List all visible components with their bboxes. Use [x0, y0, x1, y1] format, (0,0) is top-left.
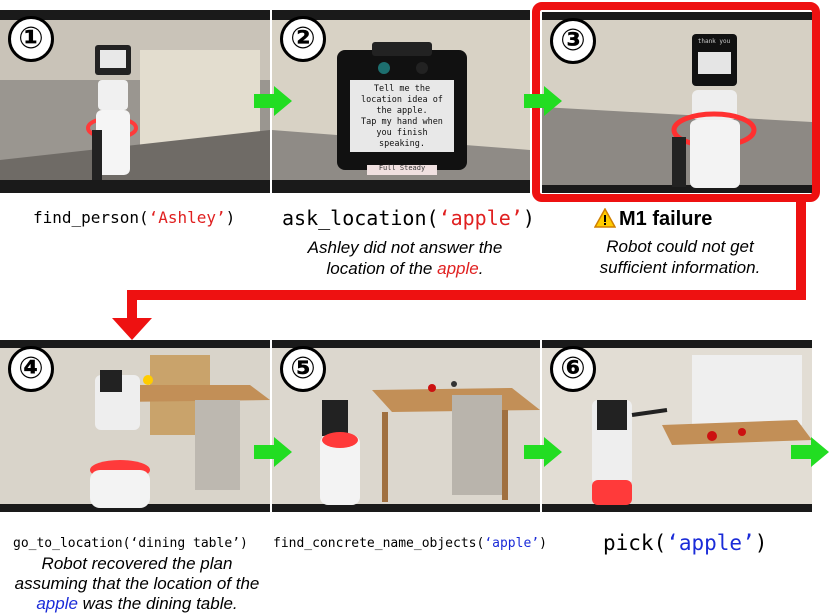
func-close: ) [239, 536, 248, 551]
failure-title: M1 failure [593, 207, 713, 231]
arrow-right-icon [254, 437, 292, 467]
step5-code: find_concrete_name_objects(‘apple’) [273, 536, 547, 551]
step-number-1: ① [8, 16, 54, 62]
screen-line: location idea of [361, 95, 443, 105]
step1-code: find_person(‘Ashley’) [33, 208, 235, 227]
photo-panel-5: ⑤ [272, 340, 540, 512]
arrow-right-icon [524, 437, 562, 467]
robot-screen-text: Tell me the location idea of the apple. … [352, 84, 452, 150]
photo-panel-3: ③ thank you [542, 12, 812, 193]
step4-note: Robot recovered the plan assuming that t… [12, 554, 262, 614]
note-text: was the dining table. [77, 594, 238, 613]
robot-screen-text-3: thank you [697, 38, 731, 45]
func-arg: ‘apple’ [438, 206, 523, 230]
photo-panel-1: ① [0, 10, 270, 193]
arrow-right-icon [791, 437, 829, 467]
func-name: find_concrete_name_objects( [273, 536, 485, 551]
func-arg: ‘apple’ [484, 536, 540, 551]
screen-line: Tell me the [373, 84, 431, 94]
step-number-6: ⑥ [550, 346, 596, 392]
photo-panel-6: ⑥ [542, 340, 812, 512]
note-text: Ashley did not answer the location of th… [307, 238, 503, 278]
step-number-2: ② [280, 16, 326, 62]
func-name: go_to_location( [13, 536, 131, 551]
failure-title-text: M1 failure [619, 208, 713, 230]
step-number-3: ③ [550, 18, 596, 64]
photo-panel-2: ② Tell me the location idea of the apple… [272, 10, 530, 193]
screen-line: Tap my hand when [361, 117, 443, 127]
note-text: Robot recovered the plan assuming that t… [14, 554, 260, 593]
arrow-right-icon [254, 86, 292, 116]
step6-code: pick(‘apple’) [603, 531, 767, 555]
step-number-5: ⑤ [280, 346, 326, 392]
step2-code: ask_location(‘apple’) [282, 206, 535, 230]
photo-panel-4: ④ [0, 340, 270, 512]
arrow-right-icon [524, 86, 562, 116]
note-highlight: apple [437, 259, 479, 278]
func-arg: ‘apple’ [666, 531, 755, 555]
screen-line: speaking. [378, 139, 426, 149]
step2-note: Ashley did not answer the location of th… [280, 237, 530, 279]
warning-icon [593, 207, 617, 228]
screen-line: you finish [376, 128, 428, 138]
note-highlight: apple [36, 594, 78, 613]
func-close: ) [754, 531, 768, 555]
failure-highlight-box [532, 2, 820, 202]
func-arg: ‘Ashley’ [148, 208, 226, 227]
step-number-4: ④ [8, 346, 54, 392]
note-text: . [478, 259, 484, 278]
screen-line: the apple. [376, 106, 428, 116]
func-name: find_person( [33, 208, 149, 227]
func-close: ) [225, 208, 236, 227]
func-name: ask_location( [282, 206, 439, 230]
screen-label: Full Steady [378, 164, 426, 172]
func-close: ) [522, 206, 535, 230]
step4-code: go_to_location(‘dining table’) [13, 536, 248, 551]
func-name: pick( [603, 531, 667, 555]
func-arg: ‘dining table’ [130, 536, 240, 551]
func-close: ) [539, 536, 547, 551]
failure-desc: Robot could not get sufficient informati… [599, 237, 761, 277]
